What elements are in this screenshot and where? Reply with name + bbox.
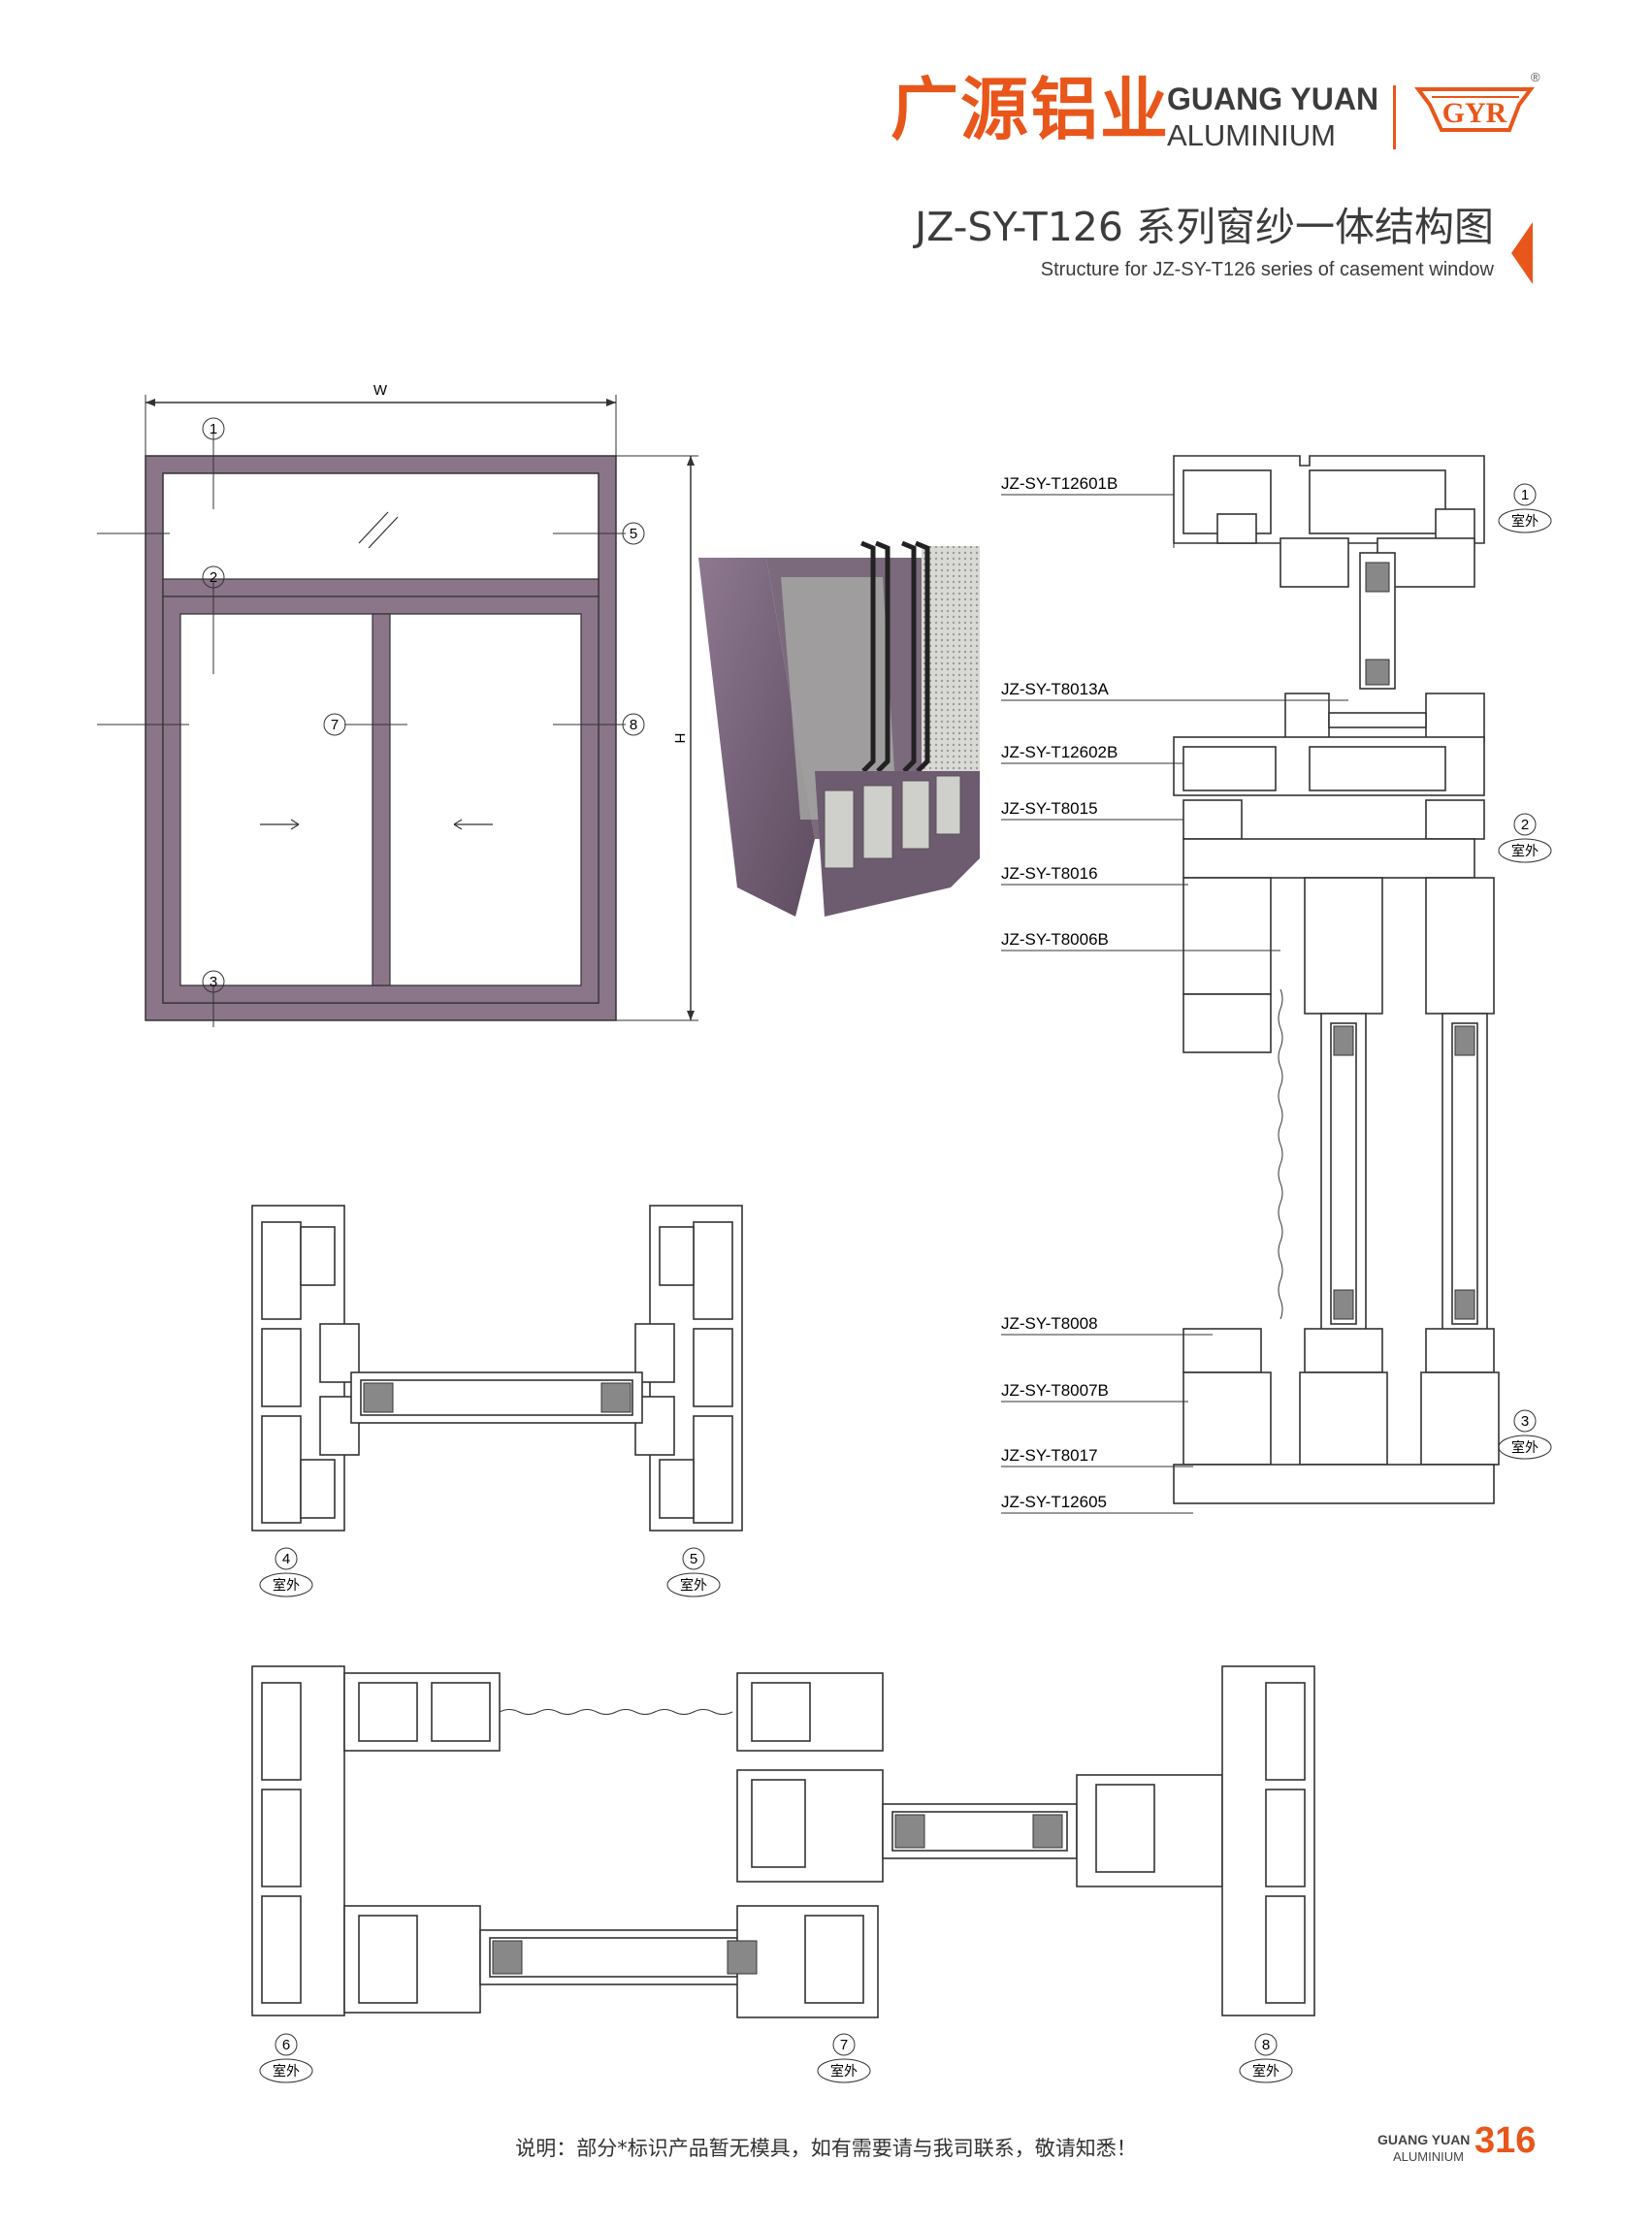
registered-mark: ® [1531,70,1540,84]
section-number-1: 1 [1521,487,1529,503]
section-tab-arrow [1511,222,1533,284]
company-logo: GYR [1414,87,1535,132]
profile-label-t8006b: JZ-SY-T8006B [1001,930,1109,949]
outdoor-badge-8: 室外 [1252,2063,1279,2080]
page-title: JZ-SY-T126 系列窗纱一体结构图 [915,204,1494,250]
footer-brand-sub: ALUMINIUM [1393,2149,1464,2164]
section-number-8: 8 [1262,2037,1270,2053]
callout-3: 3 [210,974,217,990]
section-number-5: 5 [690,1551,697,1567]
brand-name-en-sub: ALUMINIUM [1167,118,1336,152]
callout-1: 1 [210,421,217,437]
profile-label-t8015: JZ-SY-T8015 [1001,799,1098,818]
callout-5: 5 [630,526,637,542]
profile-label-t8013a: JZ-SY-T8013A [1001,680,1110,698]
section-number-4: 4 [282,1551,290,1567]
footer-brand: GUANG YUAN [1377,2132,1471,2147]
outdoor-badge-1: 室外 [1511,513,1539,530]
outdoor-badge-7: 室外 [830,2063,858,2080]
vertical-section-drawing: JZ-SY-T12601B JZ-SY-T8013A JZ-SY-T12602B… [1001,455,1552,1514]
page-number: 316 [1474,2120,1537,2161]
brand-divider [1393,85,1396,149]
window-elevation-drawing: W H 1 2 3 4 5 6 [97,383,698,1027]
outdoor-badge-5: 室外 [680,1577,707,1594]
width-label: W [373,383,388,399]
outdoor-badge-2: 室外 [1511,843,1539,859]
profile-label-t8007b: JZ-SY-T8007B [1001,1381,1109,1400]
section-number-7: 7 [840,2037,848,2053]
profile-3d-render [698,540,980,917]
callout-8: 8 [630,717,637,733]
outdoor-badge-4: 室外 [273,1577,300,1594]
profile-label-t8017: JZ-SY-T8017 [1001,1446,1098,1465]
brand-name-cn: 广源铝业 [891,70,1170,149]
brand-name-en: GUANG YUAN [1167,81,1379,116]
horizontal-section-6-7-8: 6 室外 7 室外 8 室外 [251,1665,1315,2083]
outdoor-badge-6: 室外 [273,2063,300,2080]
logo-text: GYR [1442,97,1507,129]
callout-7: 7 [331,717,339,733]
section-number-3: 3 [1521,1413,1529,1430]
section-number-6: 6 [282,2037,290,2053]
profile-label-t8016: JZ-SY-T8016 [1001,864,1098,883]
callout-2: 2 [210,569,217,586]
height-label: H [671,733,688,744]
page-subtitle: Structure for JZ-SY-T126 series of casem… [1040,259,1494,280]
profile-label-t8008: JZ-SY-T8008 [1001,1314,1098,1333]
profile-label-t12601b: JZ-SY-T12601B [1001,474,1118,493]
outdoor-badge-3: 室外 [1511,1439,1539,1456]
footer-note: 说明：部分*标识产品暂无模具，如有需要请与我司联系，敬请知悉！ [515,2137,1137,2160]
section-number-2: 2 [1521,817,1529,833]
profile-label-t12602b: JZ-SY-T12602B [1001,743,1118,761]
profile-label-t12605: JZ-SY-T12605 [1001,1493,1107,1511]
horizontal-section-4-5: 4 室外 5 室外 [251,1205,743,1597]
